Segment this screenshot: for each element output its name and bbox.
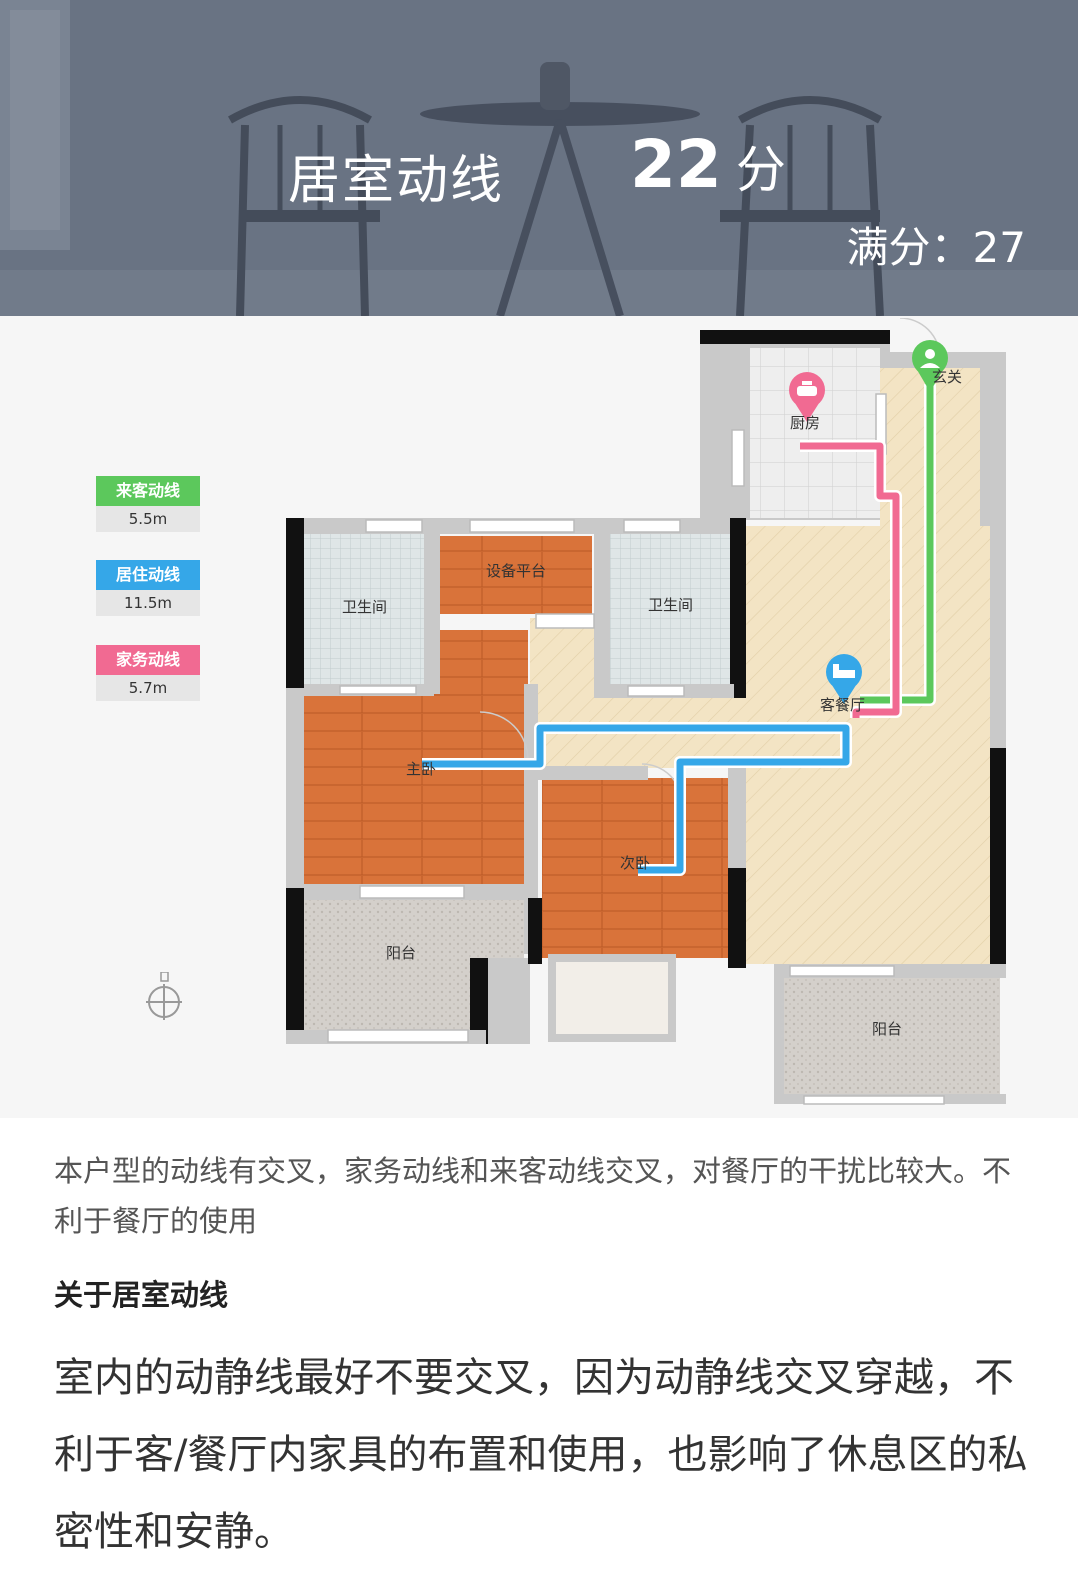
room-label-living: 客餐厅: [820, 696, 865, 714]
legend-item-housework: 家务动线 5.7m: [96, 645, 200, 701]
bathroom-1: [304, 534, 424, 684]
balcony-2: [780, 978, 1000, 1102]
score-unit: 分: [735, 141, 786, 199]
living-room-floor: [746, 526, 990, 964]
legend-label: 家务动线: [96, 645, 200, 675]
legend-value: 5.5m: [96, 506, 200, 532]
legend-value: 5.7m: [96, 675, 200, 701]
legend-value: 11.5m: [96, 590, 200, 616]
guest-flow-line: [860, 384, 934, 704]
room-label-master: 主卧: [406, 760, 436, 778]
hero-background-illustration: [0, 0, 1078, 316]
score-value: 22: [630, 126, 722, 203]
entrance-pin-icon: [912, 340, 948, 392]
bay-window: [548, 954, 676, 1042]
legend-label: 居住动线: [96, 560, 200, 590]
legend-label: 来客动线: [96, 476, 200, 506]
room-label-balcony-1: 阳台: [386, 944, 416, 962]
room-label-bathroom-2: 卫生间: [648, 596, 693, 614]
description-text: 本户型的动线有交叉，家务动线和来客动线交叉，对餐厅的干扰比较大。不利于餐厅的使用: [54, 1154, 1012, 1238]
page-title: 居室动线: [288, 151, 505, 211]
floor-plan: 厨房 玄关 设备平台 卫生间 卫生间 客餐厅 主卧 次卧 阳台 阳台: [286, 318, 1006, 1105]
room-label-balcony-2: 阳台: [872, 1020, 902, 1038]
kitchen-floor: [750, 348, 880, 518]
about-text: 室内的动静线最好不要交叉，因为动静线交叉穿越，不利于客/餐厅内家具的布置和使用，…: [54, 1355, 1028, 1555]
section-heading: 关于居室动线: [54, 1278, 229, 1312]
room-label-kitchen: 厨房: [790, 414, 820, 432]
room-label-entrance: 玄关: [932, 368, 962, 386]
compass-icon: [146, 972, 182, 1020]
master-bedroom: [304, 694, 524, 884]
kitchen-pin-icon: [789, 372, 825, 422]
bathroom-2: [610, 534, 730, 684]
living-room-pin-icon: [826, 654, 862, 704]
housework-flow-line: [800, 442, 900, 718]
legend-item-living: 居住动线 11.5m: [96, 560, 200, 616]
room-label-second: 次卧: [620, 854, 650, 872]
living-flow-line: [422, 724, 850, 874]
room-label-bathroom-1: 卫生间: [342, 598, 387, 616]
second-bedroom: [542, 778, 728, 958]
full-score: 满分：27: [846, 223, 1026, 272]
room-label-equipment: 设备平台: [486, 562, 546, 580]
legend-item-guest: 来客动线 5.5m: [96, 476, 200, 532]
equipment-platform: [440, 536, 592, 614]
